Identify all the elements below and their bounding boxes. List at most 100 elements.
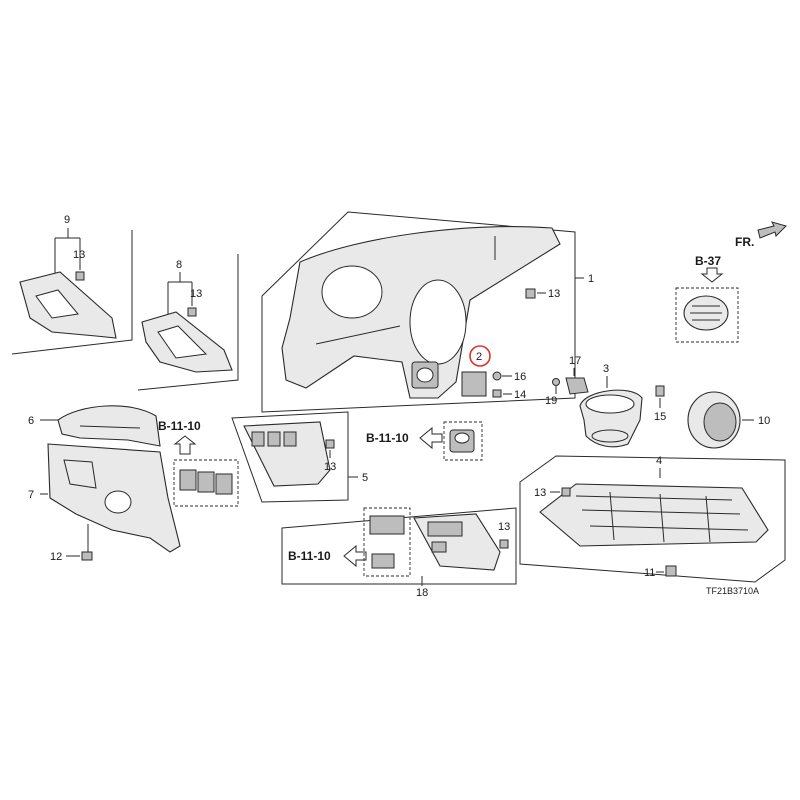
callout-6: 6	[28, 415, 34, 427]
cup-holder-rim	[585, 394, 635, 414]
clip-19	[552, 378, 560, 386]
screw-12	[81, 551, 93, 561]
garnish-9-opening	[35, 289, 79, 319]
gauge-left-ring	[321, 265, 383, 319]
clip-13-panel1	[525, 288, 536, 299]
callout-10: 10	[758, 415, 770, 427]
callout-13-panel1: 13	[548, 288, 560, 300]
ref-b-11-10-middle: B-11-10	[366, 431, 409, 445]
clip-13-panel4	[561, 487, 571, 497]
panel18-frame	[281, 507, 517, 585]
callout-5: 5	[362, 472, 368, 484]
switch-lower-2	[371, 553, 395, 569]
panel18-switch-small	[431, 541, 447, 553]
switch-middle-group: B-11-10	[366, 421, 483, 461]
switch-blank-3	[215, 473, 233, 495]
callout-3: 3	[603, 363, 609, 375]
callout-17: 17	[569, 355, 581, 367]
panel5-slot-3	[283, 431, 297, 447]
panel5-slot-1	[251, 431, 265, 447]
highlight-circle	[469, 345, 491, 367]
lower-panel-4-part	[539, 483, 769, 547]
panel5-frame	[231, 411, 349, 503]
vent-b37-box	[675, 287, 739, 343]
switch-middle-box	[443, 421, 483, 461]
meter-panel-group: 13 1 2 16 14	[261, 211, 594, 413]
callout-12: 12	[50, 551, 62, 563]
switch-panel-5-part	[243, 421, 331, 487]
front-label: FR.	[735, 235, 754, 249]
switch-panel-18-group: B-11-10 13 18	[281, 507, 517, 599]
lower-cover-recess	[63, 459, 97, 489]
ref-b-11-10-left: B-11-10	[158, 419, 201, 433]
garnish-9-group: 9 13	[11, 214, 133, 355]
arrow-down-icon	[700, 267, 724, 283]
bracket-17	[565, 377, 589, 395]
clip-11	[665, 565, 677, 577]
panel4-frame	[519, 455, 786, 583]
panel18-switch-row	[427, 521, 463, 537]
switch-set-left-box	[173, 459, 239, 507]
switch-knob	[416, 367, 434, 383]
panel8-frame	[137, 254, 239, 391]
screw-16	[492, 371, 502, 381]
switch-middle-knob	[454, 432, 470, 444]
gauge-right-ring	[409, 279, 467, 365]
clip-15-group: 15	[654, 385, 666, 423]
panel9-frame	[11, 230, 133, 355]
vent-10-inner	[703, 402, 737, 442]
column-cover-group: 6 7 12	[28, 405, 181, 563]
callout-11: 11	[644, 567, 655, 579]
lower-panel-cross-ribs	[609, 491, 711, 543]
clip-13-panel18	[499, 539, 509, 549]
ref-b-11-10-lower: B-11-10	[288, 549, 331, 563]
clip-13-panel5	[325, 439, 335, 449]
vent-louvers	[690, 305, 722, 321]
clip-14	[492, 389, 502, 398]
callout-13-panel4: 13	[534, 487, 546, 499]
cup-holder-group: 3	[579, 363, 643, 448]
callout-13-garnish9: 13	[73, 249, 85, 261]
callout-18: 18	[416, 587, 428, 599]
column-cover-upper	[57, 405, 161, 447]
switch-blank-1	[179, 469, 197, 491]
arrow-up-icon	[173, 435, 197, 455]
callout-1: 1	[588, 273, 594, 285]
column-cover-hole	[104, 490, 132, 514]
clip-15	[655, 385, 665, 397]
callout-19: 19	[545, 395, 557, 407]
vent-10-group: 10	[687, 391, 770, 449]
front-arrow-icon	[757, 221, 787, 239]
garnish-8-opening	[157, 325, 208, 359]
vent-b37-group: B-37	[675, 254, 739, 343]
callout-4: 4	[656, 455, 662, 467]
switch-blank-2	[197, 471, 215, 493]
switch-lower-1	[369, 515, 405, 535]
switch-set-left-group: B-11-10	[158, 419, 239, 507]
lower-panel-4-group: 4 13 11	[519, 455, 786, 583]
callout-2: 2	[476, 351, 482, 363]
callout-13-panel18: 13	[498, 521, 510, 533]
callout-13-garnish8: 13	[190, 288, 202, 300]
clip-13-garnish9	[75, 271, 85, 281]
callout-15: 15	[654, 411, 666, 423]
switch-2-part	[461, 371, 487, 397]
switch-panel-5-group: 13 5	[231, 411, 368, 503]
callout-14: 14	[514, 389, 526, 401]
visor-edge-line	[315, 325, 401, 345]
panel5-slot-2	[267, 431, 281, 447]
callout-9: 9	[64, 214, 70, 226]
cup-holder-base	[591, 429, 629, 443]
diagram-code: TF21B3710A	[706, 586, 759, 596]
small-parts-group: 17 19	[545, 355, 589, 407]
callout-16: 16	[514, 371, 526, 383]
callout-8: 8	[176, 259, 182, 271]
arrow-left-lower-icon	[343, 544, 367, 568]
arrow-left-icon	[419, 426, 443, 450]
switch-set-lower-box	[363, 507, 411, 577]
ref-b-37: B-37	[695, 254, 721, 268]
callout-7: 7	[28, 489, 34, 501]
garnish-8-group: 8 13	[137, 254, 239, 391]
